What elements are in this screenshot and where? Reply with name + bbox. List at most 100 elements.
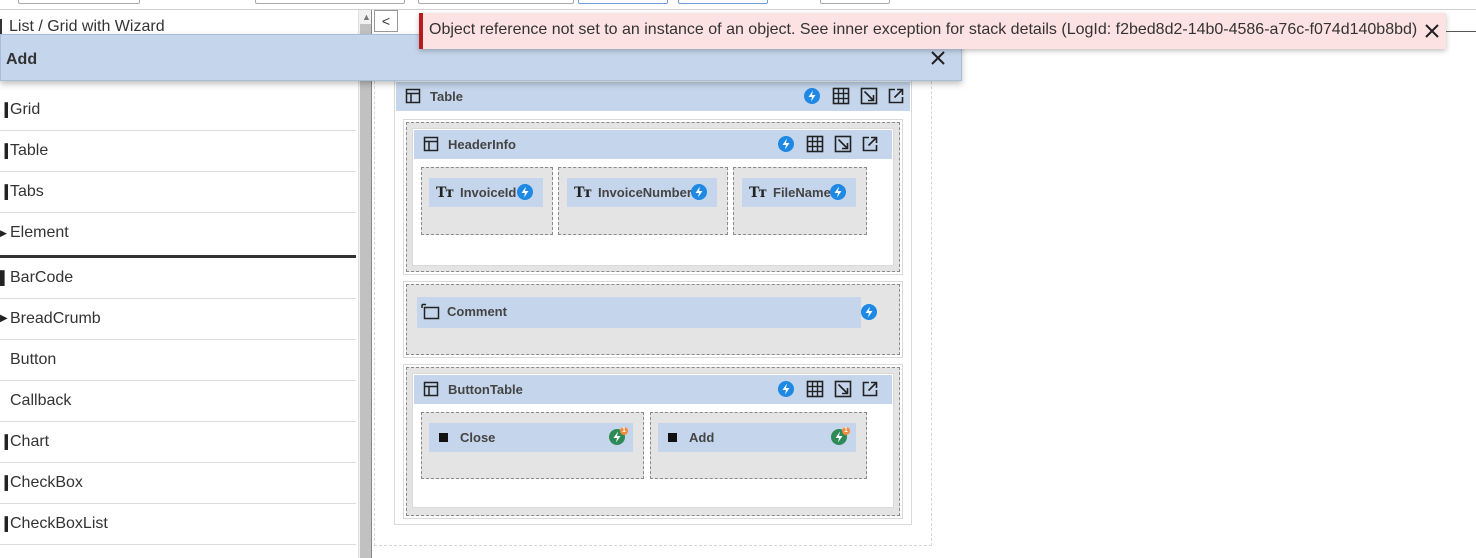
resize-icon[interactable]	[834, 380, 852, 398]
palette-item-tabs[interactable]: ▐ Tabs	[0, 172, 356, 213]
palette-item-label: Chart	[10, 433, 50, 450]
element-icon: ▶	[0, 228, 7, 238]
bolt-icon[interactable]	[691, 184, 707, 200]
toolbar-field[interactable]	[255, 0, 405, 4]
field-cell: Tт InvoiceNumber	[558, 167, 728, 235]
palette-item-callback[interactable]: Callback	[0, 381, 356, 422]
error-message: Object reference not set to an instance …	[429, 21, 1418, 38]
toolbar-button[interactable]	[678, 0, 768, 4]
table-label: Table	[430, 89, 463, 104]
palette-item-table[interactable]: ▐ Table	[0, 131, 356, 172]
toolbar-field[interactable]	[820, 0, 890, 4]
bolt-icon[interactable]	[804, 88, 820, 104]
buttontable-header-bar[interactable]: ButtonTable	[414, 375, 892, 404]
grid-icon[interactable]	[806, 380, 824, 398]
bolt-icon[interactable]	[778, 136, 794, 152]
bolt-icon[interactable]	[778, 381, 794, 397]
close-icon[interactable]	[929, 49, 947, 67]
top-toolbar-strip	[0, 0, 1476, 10]
divider-line	[1446, 31, 1476, 32]
headerinfo-label: HeaderInfo	[448, 137, 516, 152]
error-toast: Object reference not set to an instance …	[419, 13, 1446, 49]
comment-dropzone: Comment	[406, 284, 900, 355]
barcode-icon: ▌	[0, 270, 8, 286]
headerinfo-row: HeaderInfo Tт InvoiceId	[403, 119, 903, 275]
callback-icon	[0, 393, 8, 409]
field-cell: Tт FileName	[733, 167, 867, 235]
event-count-badge: 1	[842, 427, 850, 435]
button-add[interactable]: Add 1	[658, 423, 856, 452]
table-container: Table HeaderInfo	[394, 80, 912, 525]
comment-row: Comment	[403, 281, 903, 358]
button-cell: Close 1	[421, 412, 644, 479]
palette-item-label: Button	[10, 351, 57, 368]
external-link-icon[interactable]	[861, 135, 879, 153]
buttontable-row: ButtonTable Close	[403, 364, 903, 519]
table-icon	[405, 88, 421, 104]
scrollbar-thumb[interactable]	[360, 24, 371, 558]
palette-item-element[interactable]: ▶ Element	[0, 213, 356, 254]
table-header-bar[interactable]: Table	[396, 82, 910, 111]
dialog-title: Add	[6, 51, 38, 68]
palette-item-barcode[interactable]: ▌ BarCode	[0, 258, 356, 299]
palette-item-breadcrumb[interactable]: ▶ BreadCrumb	[0, 299, 356, 340]
palette-item-label: CheckBoxList	[10, 515, 108, 532]
grid-icon[interactable]	[806, 135, 824, 153]
field-filename[interactable]: Tт FileName	[742, 178, 856, 207]
bolt-icon[interactable]	[830, 184, 846, 200]
chart-icon: ▐	[0, 434, 8, 450]
field-cell: Tт InvoiceId	[421, 167, 553, 235]
comment-field[interactable]: Comment	[417, 297, 877, 328]
palette-item-label: Tabs	[10, 183, 44, 200]
button-cell: Add 1	[650, 412, 867, 479]
grid-icon[interactable]	[832, 87, 850, 105]
field-invoicenumber[interactable]: Tт InvoiceNumber	[567, 178, 717, 207]
button-type-icon	[668, 433, 677, 442]
palette-item-label: Grid	[10, 101, 41, 118]
palette-item-label: Element	[10, 224, 69, 241]
external-link-icon[interactable]	[887, 87, 905, 105]
bolt-icon[interactable]	[517, 184, 533, 200]
toolbar-button[interactable]	[578, 0, 668, 4]
toolbar-field[interactable]	[418, 0, 574, 4]
field-invoiceid[interactable]: Tт InvoiceId	[429, 178, 543, 207]
close-icon[interactable]	[1423, 22, 1441, 40]
button-close[interactable]: Close 1	[429, 423, 633, 452]
palette-item-label: BarCode	[10, 269, 74, 286]
palette-divider	[0, 255, 356, 258]
button-icon	[0, 352, 8, 368]
scroll-up-icon[interactable]: ▲	[362, 12, 371, 22]
palette-header-label: List / Grid with Wizard	[9, 18, 165, 35]
resize-icon[interactable]	[860, 87, 878, 105]
table-icon	[423, 136, 439, 152]
palette-header: List / Grid with Wizard	[0, 10, 356, 38]
tabs-icon: ▐	[0, 184, 8, 200]
palette-item-label: Callback	[10, 392, 72, 409]
toolbar-field[interactable]	[18, 0, 140, 4]
buttontable-tools	[778, 380, 878, 398]
headerinfo-tools	[778, 135, 878, 153]
palette-item-button[interactable]: Button	[0, 340, 356, 381]
buttontable-buttons-area: Close 1 Add 1	[414, 405, 890, 505]
palette-item-label: BreadCrumb	[10, 310, 101, 327]
palette-item-chart[interactable]: ▐ Chart	[0, 422, 356, 463]
text-type-icon: Tт	[436, 185, 454, 201]
designer-canvas: < Table HeaderInfo	[374, 10, 1476, 558]
external-link-icon[interactable]	[861, 380, 879, 398]
button-label: Add	[689, 430, 715, 445]
headerinfo-fields-area: Tт InvoiceId Tт InvoiceNumber	[414, 160, 890, 260]
comment-label: Comment	[447, 304, 507, 319]
palette-item-checkbox[interactable]: ▐ CheckBox	[0, 463, 356, 504]
palette-item-checkboxlist[interactable]: ▐ CheckBoxList	[0, 504, 356, 545]
component-palette: List / Grid with Wizard ▐ Grid ▐ Table ▐…	[0, 10, 372, 558]
bolt-icon[interactable]	[861, 304, 877, 320]
breadcrumb-icon: ▶	[0, 313, 8, 324]
palette-item-grid[interactable]: ▐ Grid	[0, 90, 356, 131]
palette-scrollbar[interactable]: ▲	[358, 10, 371, 558]
collapse-panel-button[interactable]: <	[374, 10, 398, 32]
palette-item-label: CheckBox	[10, 474, 83, 491]
canvas-frame	[374, 36, 932, 546]
headerinfo-header-bar[interactable]: HeaderInfo	[414, 130, 892, 159]
palette-item-label: Table	[10, 142, 49, 159]
resize-icon[interactable]	[834, 135, 852, 153]
